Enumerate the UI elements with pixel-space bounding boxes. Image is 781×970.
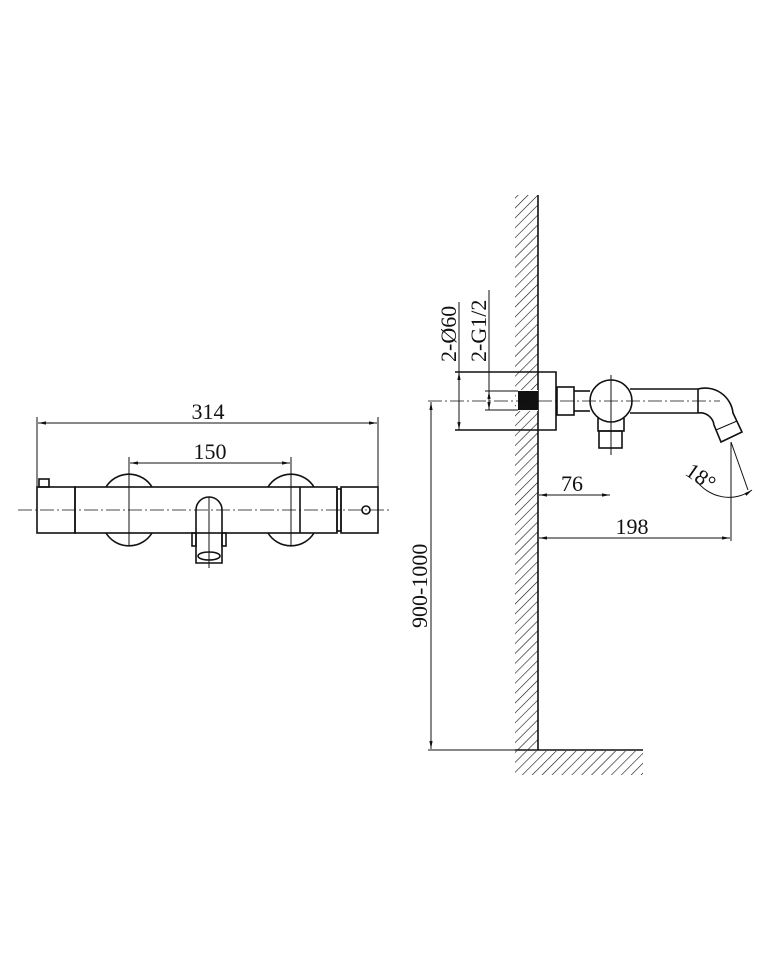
front-view: 314 150 bbox=[18, 399, 392, 568]
inlet-fitting bbox=[518, 391, 538, 410]
floor-hatch bbox=[515, 751, 643, 775]
dim-198-label: 198 bbox=[616, 514, 649, 539]
thread-label: 2-G1/2 bbox=[466, 300, 491, 362]
dim-overall-label: 314 bbox=[192, 399, 225, 424]
angle-label: 18° bbox=[681, 458, 721, 496]
escutcheon-right bbox=[267, 473, 315, 547]
connector-nut bbox=[556, 386, 575, 416]
dim-centers-label: 150 bbox=[194, 439, 227, 464]
dim-76-label: 76 bbox=[561, 471, 583, 496]
angle-arc bbox=[695, 479, 753, 498]
wall-hatch bbox=[515, 195, 538, 750]
right-handle bbox=[340, 486, 379, 534]
spout bbox=[195, 496, 223, 564]
button bbox=[38, 478, 50, 488]
spout-side bbox=[630, 387, 744, 444]
outlet-nut bbox=[598, 430, 623, 449]
dim-height-label: 900-1000 bbox=[407, 544, 432, 628]
escutcheon-label: 2-Ø60 bbox=[436, 306, 461, 362]
side-view: 2-Ø60 2-G1/2 18° 76 198 900-1000 bbox=[407, 195, 753, 775]
escutcheon-left bbox=[105, 473, 153, 547]
